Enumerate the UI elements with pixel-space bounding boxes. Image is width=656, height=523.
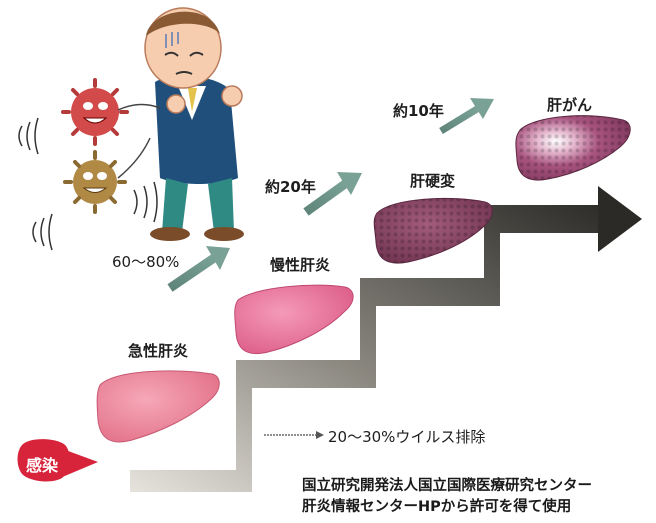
label-infection: 感染 bbox=[26, 456, 59, 475]
arrow-to-cirrhosis bbox=[303, 172, 362, 216]
credit-line-2: 肝炎情報センターHPから許可を得て使用 bbox=[302, 499, 572, 515]
label-acute-hepatitis: 急性肝炎 bbox=[128, 342, 189, 360]
arrow-to-cancer bbox=[439, 98, 494, 134]
liver-cirrhosis bbox=[373, 197, 493, 264]
label-chronic-hepatitis: 慢性肝炎 bbox=[270, 256, 331, 274]
arrow-virus-clearance bbox=[264, 431, 324, 439]
label-rate-to-chronic: 60〜80% bbox=[112, 253, 180, 271]
liver-acute-hepatitis bbox=[96, 370, 220, 443]
label-cirrhosis: 肝硬変 bbox=[410, 172, 456, 190]
label-years-to-cancer: 約10年 bbox=[393, 102, 444, 120]
motion-lines bbox=[18, 117, 158, 251]
label-years-to-cirrhosis: 約20年 bbox=[265, 178, 316, 196]
progression-staircase bbox=[130, 205, 615, 492]
patient-character bbox=[144, 7, 244, 241]
liver-cancer bbox=[515, 115, 631, 181]
label-liver-cancer: 肝がん bbox=[547, 96, 593, 114]
infection-badge bbox=[17, 439, 98, 482]
label-virus-clearance: 20〜30%ウイルス排除 bbox=[328, 428, 486, 446]
virus-red bbox=[61, 78, 161, 146]
progression-arrow-head bbox=[598, 186, 642, 252]
liver-chronic-hepatitis bbox=[234, 284, 354, 355]
arrow-to-chronic bbox=[167, 246, 230, 292]
credit-line-1: 国立研究開発法人国立国際医療研究センター bbox=[302, 478, 592, 494]
virus-brown bbox=[63, 137, 151, 214]
